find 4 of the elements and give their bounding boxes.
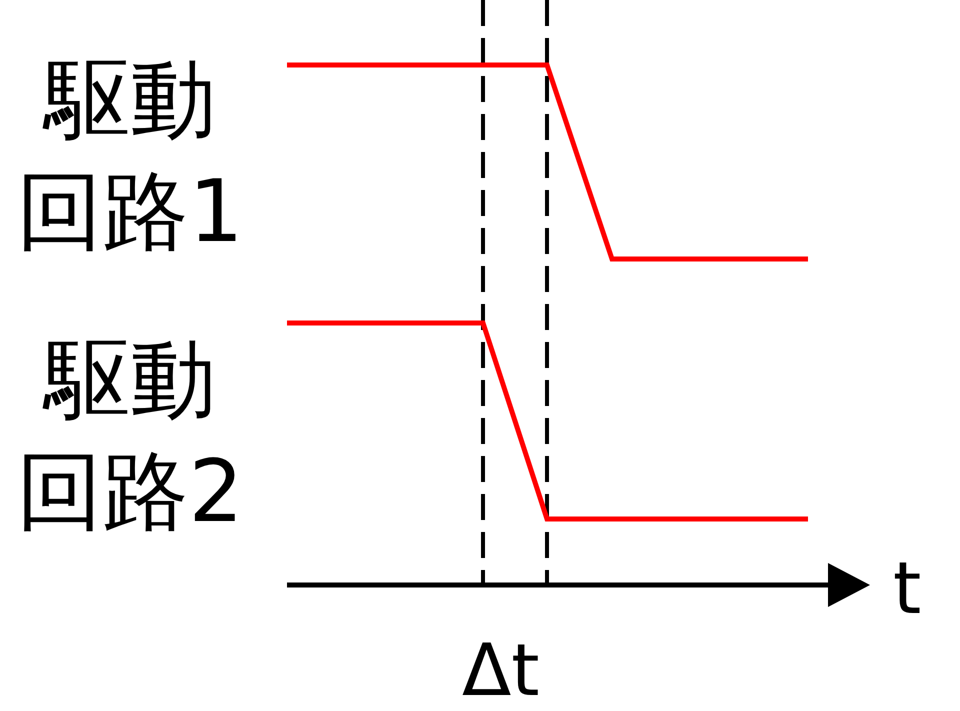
- row-label: 駆動回路1: [16, 49, 244, 264]
- interval-label: Δt: [462, 630, 540, 710]
- row-label: 駆動回路2: [16, 329, 244, 544]
- axis-label: t: [893, 548, 922, 628]
